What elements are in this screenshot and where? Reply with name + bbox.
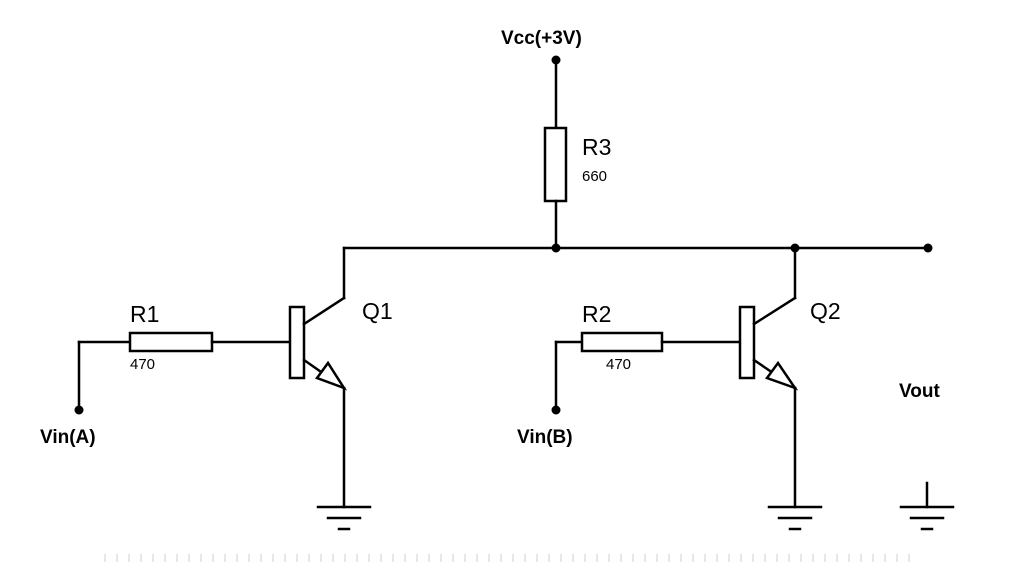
q1-base-bar xyxy=(288,305,306,380)
resistor-r3: R3 660 xyxy=(543,126,611,250)
collector-bus xyxy=(342,243,933,253)
vin-b-label: Vin(B) xyxy=(517,427,573,448)
q2-emitter-arrow xyxy=(765,360,799,391)
vcc-supply: Vcc(+3V) xyxy=(501,28,582,130)
vout-section: Vout xyxy=(899,381,955,531)
ground-vout-icon xyxy=(899,481,955,531)
input-a-stage: R1 470 Vin(A) xyxy=(40,301,292,448)
r1-ref: R1 xyxy=(130,301,159,327)
r1-value: 470 xyxy=(130,356,155,373)
q1-collector-lead xyxy=(302,296,346,326)
transistor-q1: Q1 xyxy=(288,246,393,531)
transistor-q2: Q2 xyxy=(738,246,841,531)
q2-base-bar xyxy=(738,305,756,380)
r2-ref: R2 xyxy=(582,301,611,327)
r3-value: 660 xyxy=(582,168,607,185)
q1-emitter-arrow xyxy=(315,360,348,391)
vout-terminal xyxy=(923,243,933,253)
r2-value: 470 xyxy=(606,356,631,373)
r2-body xyxy=(580,331,664,353)
vcc-label: Vcc(+3V) xyxy=(501,28,582,49)
bottom-ruler xyxy=(104,554,910,562)
q2-collector-lead xyxy=(752,296,797,326)
r3-body xyxy=(543,126,568,203)
r3-ref: R3 xyxy=(582,134,611,160)
input-b-stage: R2 470 Vin(B) xyxy=(517,301,742,448)
q1-ref: Q1 xyxy=(362,298,393,324)
vout-label: Vout xyxy=(899,381,940,402)
vin-a-label: Vin(A) xyxy=(40,427,96,448)
ground-q2-icon xyxy=(767,505,823,531)
q2-ref: Q2 xyxy=(810,298,841,324)
r1-body xyxy=(128,331,214,353)
ground-q1-icon xyxy=(316,505,372,531)
junction-r3 xyxy=(551,243,561,253)
